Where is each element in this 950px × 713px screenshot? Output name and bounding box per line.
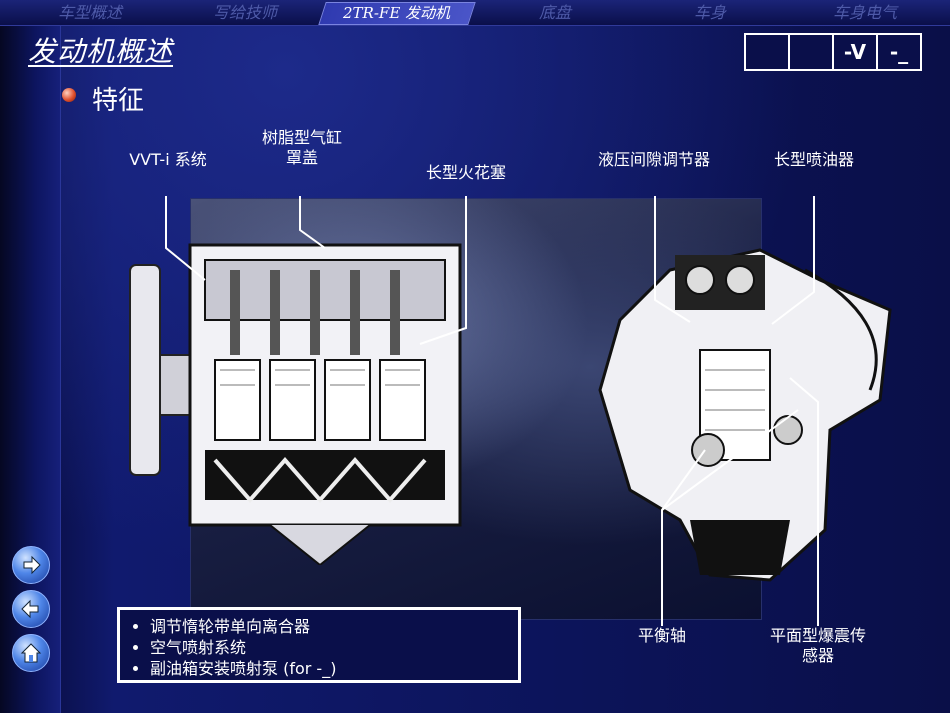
tab-body[interactable]: 车身: [693, 3, 726, 22]
engine-side-cutaway: [129, 243, 462, 565]
label-hydraulic-lash-adjuster: 液压间隙调节器: [597, 150, 710, 169]
label-balance-shaft: 平衡轴: [637, 626, 686, 645]
page-title: 发动机概述: [28, 35, 174, 68]
note-item: 空气喷射系统: [150, 637, 518, 658]
top-navigation: 车型概述 写给技师 2TR-FE 发动机 底盘 车身 车身电气: [0, 0, 950, 26]
arrow-left-icon: [21, 599, 39, 619]
label-vvti-system: VVT-i 系统: [129, 150, 207, 169]
notes-box: 调节惰轮带单向离合器 空气喷射系统 副油箱安装喷射泵 (for -_): [117, 607, 521, 683]
notes-list: 调节惰轮带单向离合器 空气喷射系统 副油箱安装喷射泵 (for -_): [130, 616, 518, 679]
home-button[interactable]: [12, 634, 50, 672]
next-button[interactable]: [12, 546, 50, 584]
label-resin-cylinder-cover: 树脂型气缸 罩盖: [261, 128, 342, 167]
home-icon: [20, 643, 42, 663]
label-long-spark-plug: 长型火花塞: [425, 163, 506, 182]
tab-vehicle-overview[interactable]: 车型概述: [57, 3, 122, 22]
toggle-button-v[interactable]: -V: [832, 33, 878, 71]
note-item: 调节惰轮带单向离合器: [150, 616, 518, 637]
variant-toggle-group: -V -_: [744, 33, 922, 71]
previous-button[interactable]: [12, 590, 50, 628]
section-heading: 特征: [92, 86, 145, 116]
note-item: 副油箱安装喷射泵 (for -_): [150, 658, 518, 679]
red-bullet-icon: [62, 88, 76, 102]
toggle-button-underscore[interactable]: -_: [876, 33, 922, 71]
tab-body-electrical[interactable]: 车身电气: [832, 3, 897, 22]
label-long-injector: 长型喷油器: [773, 150, 854, 169]
tab-for-technicians[interactable]: 写给技师: [212, 3, 277, 22]
arrow-right-icon: [23, 555, 41, 575]
label-flat-knock-sensor: 平面型爆震传 感器: [769, 626, 866, 665]
tab-chassis[interactable]: 底盘: [538, 3, 571, 22]
